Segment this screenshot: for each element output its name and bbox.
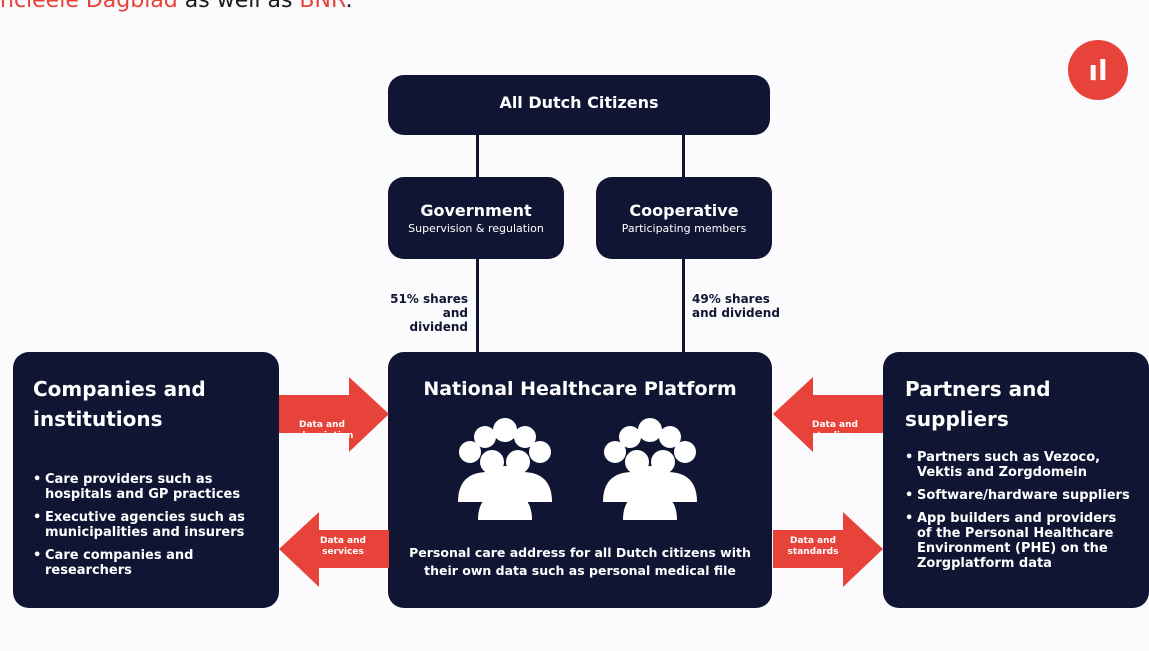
connector-line-right-top [682, 135, 685, 177]
partners-item: Partners such as Vezoco, Vektis and Zorg… [905, 450, 1135, 480]
companies-item: Care providers such as hospitals and GP … [33, 472, 261, 502]
platform-title: National Healthcare Platform [423, 378, 737, 400]
partners-item: App builders and providers of the Person… [905, 511, 1135, 571]
source-link-bnr[interactable]: BNR [299, 0, 346, 13]
people-cluster-left [458, 418, 552, 520]
partners-item: Software/hardware suppliers [905, 488, 1135, 503]
arrow-left-top-icon [279, 377, 389, 452]
cooperative-title: Cooperative [629, 201, 739, 220]
government-box: Government Supervision & regulation [388, 177, 564, 259]
caption-end: . [345, 0, 353, 13]
arrow-left-top-label: Data and subscription [290, 420, 354, 441]
companies-institutions-box: Companies and institutions Care provider… [13, 352, 279, 608]
government-title: Government [420, 201, 532, 220]
companies-title: Companies and institutions [33, 377, 206, 431]
partners-title: Partners and suppliers [905, 377, 1051, 431]
people-group-icon [458, 418, 697, 520]
cooperative-box: Cooperative Participating members [596, 177, 772, 259]
arrow-right-bottom-icon [773, 512, 883, 587]
partners-suppliers-box: Partners and suppliers Partners such as … [883, 352, 1149, 608]
national-healthcare-platform-box: National Healthcare Platform Personal ca… [388, 352, 772, 608]
government-share-label: 51% shares and dividend [390, 292, 468, 334]
arrow-left-bottom-label: Data and services [320, 536, 366, 557]
caption-middle: as well as [177, 0, 300, 13]
government-subtitle: Supervision & regulation [408, 222, 544, 235]
connector-line-left-top [476, 135, 479, 177]
connector-line-left-bottom [476, 259, 479, 352]
arrow-right-bottom-label: Data and standards [787, 536, 839, 557]
companies-item: Care companies and researchers [33, 548, 261, 578]
cooperative-share-label: 49% shares and dividend [692, 292, 780, 320]
platform-description: Personal care address for all Dutch citi… [409, 545, 751, 578]
source-link-fd[interactable]: ncieele Dagblad [0, 0, 178, 13]
companies-item: Executive agencies such as municipalitie… [33, 510, 261, 540]
header-caption: ncieele Dagblad as well as BNR. [0, 0, 352, 13]
all-dutch-citizens-box: All Dutch Citizens [388, 75, 770, 135]
brand-logo-icon: ıl [1068, 40, 1128, 100]
all-dutch-citizens-label: All Dutch Citizens [499, 93, 659, 112]
arrow-right-top-label: Data and tooling [812, 420, 858, 441]
people-cluster-right [603, 418, 697, 520]
arrow-right-top-icon [773, 377, 883, 452]
connector-line-right-bottom [682, 259, 685, 352]
arrow-left-bottom-icon [279, 512, 389, 587]
cooperative-subtitle: Participating members [621, 222, 747, 235]
